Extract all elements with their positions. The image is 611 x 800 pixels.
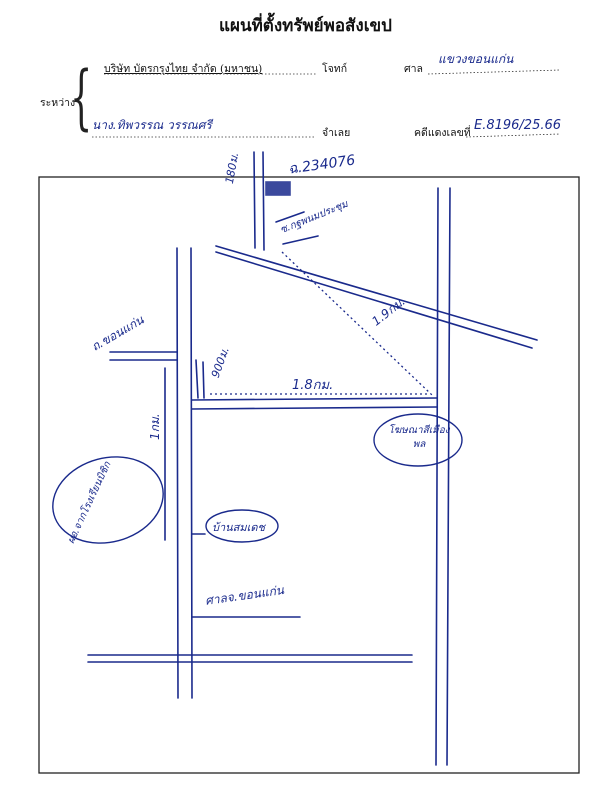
dist-18km-label: 1.8กม. bbox=[292, 378, 334, 393]
road-top-left-edge bbox=[253, 151, 256, 249]
road-right-edge-b bbox=[446, 187, 451, 766]
route-dotted bbox=[210, 251, 433, 396]
defendant-name: นาง.ทิพวรรณ วรรณศรี bbox=[92, 118, 212, 132]
road-middle-a bbox=[191, 397, 438, 401]
dist-1km-label: 1กม. bbox=[148, 413, 162, 440]
road-top-right-edge bbox=[262, 151, 265, 251]
landmark-center-circle bbox=[205, 509, 279, 543]
case-number: E.8196/25.66 bbox=[474, 118, 562, 133]
bracket: { bbox=[70, 56, 93, 138]
map-frame bbox=[38, 176, 580, 774]
landmark-right-circle bbox=[373, 413, 463, 467]
property-marker bbox=[265, 181, 291, 196]
landmark-center-label: บ้านสมเดช bbox=[212, 521, 266, 534]
road-right-edge-a bbox=[435, 187, 439, 766]
diagonal-road-lower bbox=[215, 251, 533, 349]
between-label: ระหว่าง bbox=[40, 97, 76, 109]
road-middle-b bbox=[191, 406, 438, 410]
plaintiff-name: บริษัท บัตรกรุงไทย จำกัด (มหาชน) bbox=[104, 63, 263, 75]
diagonal-road-upper bbox=[215, 245, 538, 341]
header-dotted-lines bbox=[92, 69, 561, 138]
court-label: ศาล bbox=[404, 63, 423, 75]
landmark-right-label: โฆษณาสีเมืองพล bbox=[388, 425, 450, 450]
road-left-edge-b bbox=[190, 247, 193, 699]
road-left-edge-a bbox=[176, 247, 179, 699]
court-value: แขวงขอนแก่น bbox=[438, 52, 514, 66]
landmark-left-circle bbox=[52, 456, 164, 544]
plaintiff-label: โจทก์ bbox=[322, 63, 348, 75]
defendant-label: จำเลย bbox=[322, 127, 351, 139]
case-label: คดีแดงเลขที่ bbox=[414, 127, 471, 139]
page-title: แผนที่ตั้งทรัพย์พอสังเขป bbox=[219, 16, 392, 36]
